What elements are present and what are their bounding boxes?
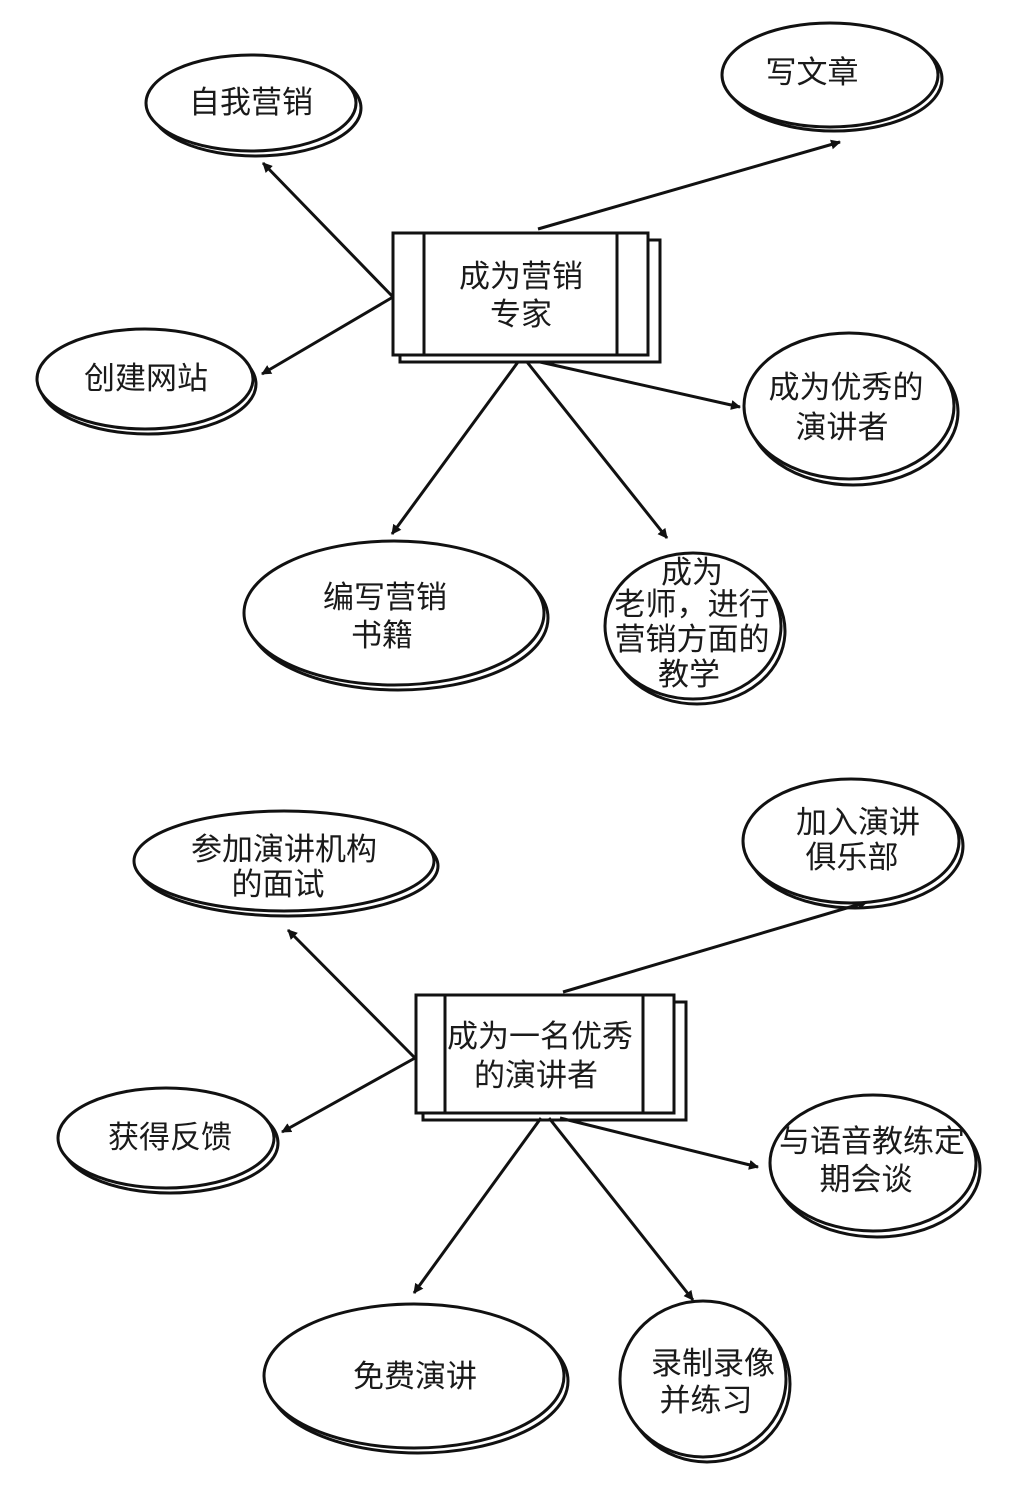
node-build-website: 创建网站 bbox=[35, 327, 258, 436]
node-label-line-1: 参加演讲机构 bbox=[191, 832, 377, 868]
center-node-box bbox=[391, 231, 650, 357]
center-node-marketing-expert: 成为营销 专家 bbox=[391, 231, 662, 364]
node-label-line-2: 书籍 bbox=[351, 618, 413, 654]
node-marketing-teacher: 成为 老师，进行 营销方面的 教学 bbox=[603, 551, 787, 706]
node-self-marketing: 自我营销 bbox=[144, 53, 363, 158]
diagram-excellent-speaker: 成为一名优秀 的演讲者 参加演讲机构 的面试 加入演讲 俱乐部 获得反馈 与语音… bbox=[56, 777, 982, 1464]
edges bbox=[281, 899, 868, 1301]
center-node-label-line-1: 成为一名优秀 bbox=[447, 1019, 633, 1055]
node-label: 获得反馈 bbox=[108, 1120, 232, 1156]
node-label-line-4: 教学 bbox=[658, 657, 720, 693]
node-label-line-2: 演讲者 bbox=[796, 410, 889, 446]
node-label-line-2: 期会谈 bbox=[820, 1162, 913, 1198]
node-label: 写文章 bbox=[766, 55, 859, 91]
edge-to-marketing-teacher bbox=[525, 361, 669, 539]
node-join-speaking-club: 加入演讲 俱乐部 bbox=[741, 777, 965, 910]
edge-to-join-speaking-club bbox=[562, 899, 868, 994]
edge-to-write-articles bbox=[537, 139, 841, 231]
node-record-video-practice: 录制录像 并练习 bbox=[618, 1299, 792, 1464]
node-label-line-2: 老师，进行 bbox=[615, 587, 770, 623]
edge-to-excellent-speaker bbox=[539, 360, 741, 410]
node-label: 创建网站 bbox=[84, 361, 208, 397]
node-label-line-3: 营销方面的 bbox=[615, 622, 770, 658]
node-label-line-1: 成为 bbox=[661, 555, 723, 591]
node-get-feedback: 获得反馈 bbox=[56, 1086, 280, 1195]
center-node-label-line-2: 的演讲者 bbox=[474, 1058, 598, 1094]
edge-to-write-marketing-book bbox=[390, 361, 520, 535]
node-meet-voice-coach: 与语音教练定 期会谈 bbox=[768, 1093, 982, 1239]
edges bbox=[261, 139, 841, 539]
edge-to-build-website bbox=[261, 295, 394, 376]
node-label-line-1: 与语音教练定 bbox=[779, 1124, 965, 1160]
node-label-line-2: 的面试 bbox=[232, 867, 325, 903]
node-write-marketing-book: 编写营销 书籍 bbox=[242, 539, 550, 692]
node-interview-speaker-agencies: 参加演讲机构 的面试 bbox=[132, 809, 440, 918]
diagram-marketing-expert: 成为营销 专家 自我营销 写文章 创建网站 成为优秀的 演讲者 bbox=[35, 21, 960, 706]
node-label-line-1: 录制录像 bbox=[651, 1346, 775, 1382]
edge-to-free-speeches bbox=[412, 1117, 543, 1294]
node-label: 自我营销 bbox=[189, 85, 313, 121]
edge-to-get-feedback bbox=[281, 1056, 416, 1134]
center-node-excellent-speaker: 成为一名优秀 的演讲者 bbox=[414, 993, 688, 1122]
edge-to-interview-agencies bbox=[286, 928, 417, 1060]
node-label-line-1: 加入演讲 bbox=[796, 805, 920, 841]
center-node-box bbox=[414, 993, 676, 1115]
node-label-line-1: 成为优秀的 bbox=[769, 370, 924, 406]
edge-to-record-video bbox=[547, 1117, 695, 1301]
edge-to-voice-coach bbox=[559, 1116, 759, 1170]
node-free-speeches: 免费演讲 bbox=[262, 1302, 570, 1455]
node-label-line-2: 俱乐部 bbox=[806, 840, 899, 876]
edge-to-self-marketing bbox=[261, 161, 395, 299]
node-label-line-2: 并练习 bbox=[660, 1383, 753, 1419]
center-node-label-line-2: 专家 bbox=[490, 297, 552, 333]
node-excellent-speaker: 成为优秀的 演讲者 bbox=[742, 331, 960, 487]
node-label-line-1: 编写营销 bbox=[323, 580, 447, 616]
center-node-label-line-1: 成为营销 bbox=[459, 259, 583, 295]
node-label: 免费演讲 bbox=[353, 1359, 477, 1395]
node-write-articles: 写文章 bbox=[720, 21, 944, 133]
